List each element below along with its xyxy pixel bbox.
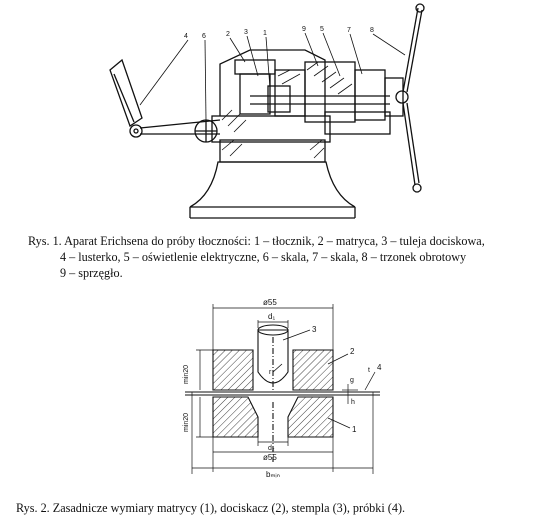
dim-bmin: bₘᵢₙ [266, 470, 280, 479]
callout-9: 9 [302, 26, 306, 33]
dim-r: r [269, 369, 272, 376]
dim-t: t [368, 367, 370, 374]
dim-min20-upper: min20 [183, 365, 190, 384]
figure1-caption-line2: 4 – lusterko, 5 – oświetlenie elektryczn… [60, 250, 467, 264]
callout-4: 4 [377, 363, 382, 372]
figure1-caption-line1: Rys. 1. Aparat Erichsena do próby tłoczn… [28, 234, 485, 248]
figure1-caption: Rys. 1. Aparat Erichsena do próby tłoczn… [28, 233, 485, 281]
dim-d2: d₂ [268, 445, 275, 452]
dim-d1: d₁ [268, 312, 275, 321]
dim-bottom-diameter: ø55 [263, 453, 277, 462]
callout-2: 2 [350, 347, 355, 356]
callout-4: 4 [184, 33, 188, 40]
callout-2: 2 [226, 31, 230, 38]
dim-top-diameter: ø55 [263, 298, 277, 307]
callout-5: 5 [320, 26, 324, 33]
callout-6: 6 [202, 33, 206, 40]
callout-1: 1 [263, 30, 267, 37]
callout-3: 3 [244, 29, 248, 36]
callout-1: 1 [352, 425, 357, 434]
callout-8: 8 [370, 27, 374, 34]
callout-3: 3 [312, 325, 317, 334]
figure2-caption: Rys. 2. Zasadnicze wymiary matrycy (1), … [16, 501, 406, 515]
erichsen-apparatus-drawing: 4 6 2 3 1 9 5 7 8 [109, 3, 425, 219]
dim-h: h [351, 399, 355, 406]
callout-7: 7 [347, 27, 351, 34]
figure1-caption-line3: 9 – sprzęgło. [60, 266, 123, 280]
dim-g: g [350, 377, 354, 384]
dim-min20-lower: min20 [183, 413, 190, 432]
die-dimensions-drawing: ø55 d₁ d₂ ø55 bₘᵢₙ min20 min20 g h t r 3… [183, 298, 382, 479]
